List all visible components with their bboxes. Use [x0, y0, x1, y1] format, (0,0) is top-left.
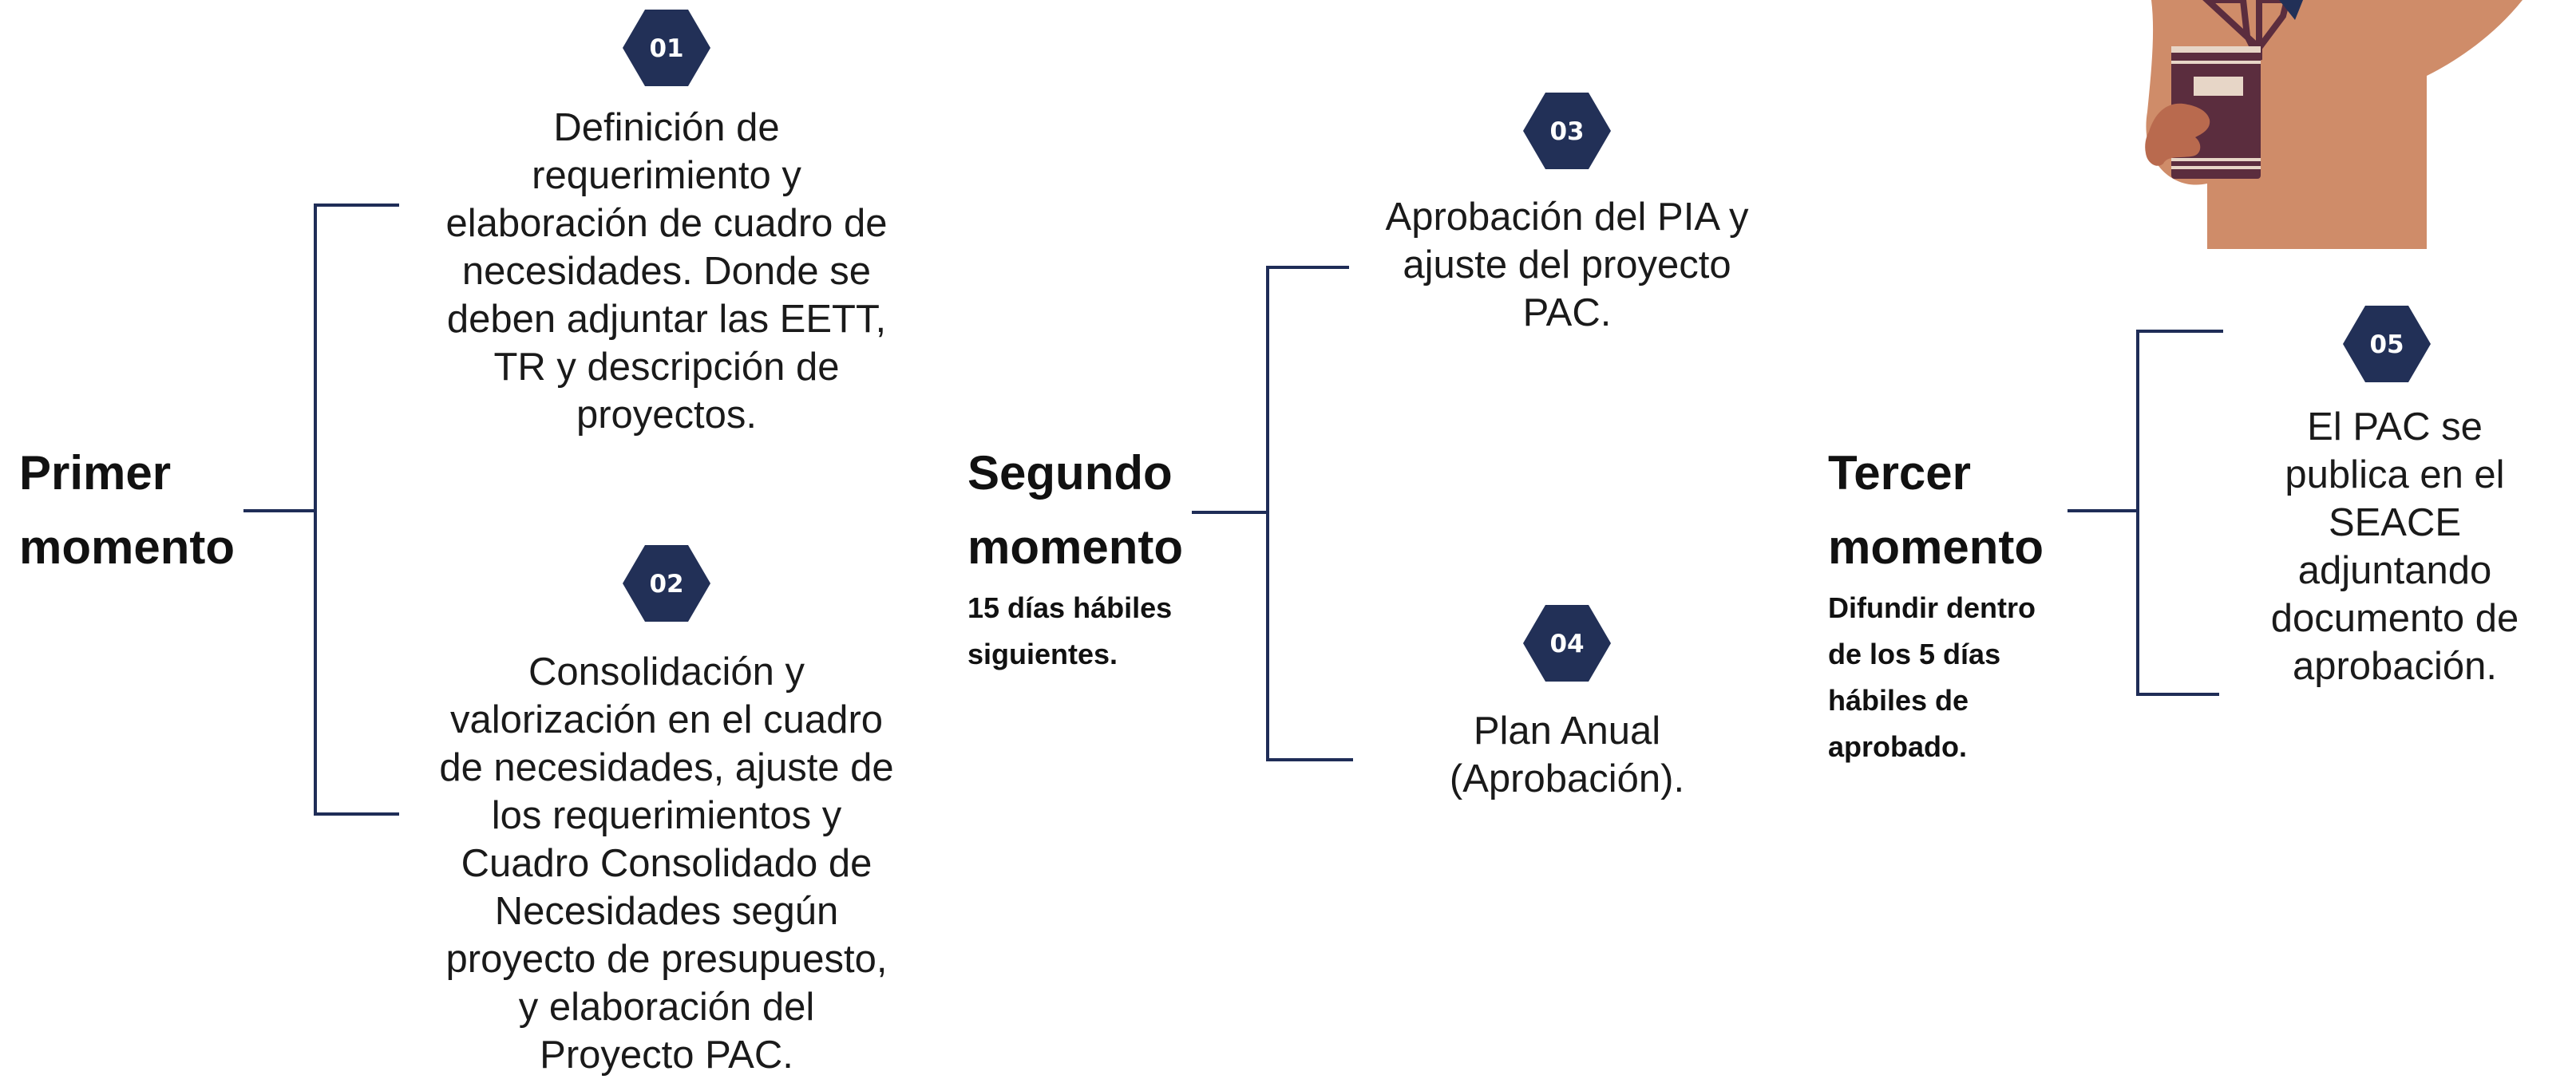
step-text-line: SEACE	[2328, 501, 2462, 544]
step-02-description: Consolidación y valorización en el cuadr…	[411, 648, 922, 1079]
step-number: 01	[649, 34, 683, 63]
step-text-line: TR y descripción de	[493, 346, 840, 389]
step-number: 02	[649, 570, 683, 599]
step-text-line: Cuadro Consolidado de	[461, 842, 873, 885]
step-text-line: Plan Anual	[1473, 709, 1661, 753]
hexagon-shape	[623, 10, 710, 86]
momento-2-bracket	[1192, 266, 1353, 761]
step-number: 04	[1549, 630, 1584, 658]
step-text-line: aprobación.	[2292, 645, 2498, 688]
book-label	[2194, 77, 2243, 96]
step-number: 05	[2369, 330, 2404, 359]
step-text-line: necesidades. Donde se	[461, 250, 872, 293]
momento-title-line: momento	[1828, 520, 2044, 574]
momento-title-line: momento	[19, 520, 235, 574]
momento-subtitle-line: 15 días hábiles	[967, 591, 1173, 624]
step-05-description: El PAC se publica en el SEACE adjuntando…	[2235, 403, 2554, 690]
step-text-line: proyecto de presupuesto,	[445, 938, 888, 981]
step-text-line: documento de	[2270, 597, 2519, 640]
step-text-line: ajuste del proyecto	[1403, 243, 1731, 287]
momento-3-bracket	[2068, 330, 2223, 696]
step-text-line: Aprobación del PIA y	[1385, 196, 1749, 239]
step-text-line: Necesidades según	[494, 890, 839, 933]
step-text-line: valorización en el cuadro	[449, 698, 884, 741]
step-03-description: Aprobación del PIA y ajuste del proyecto…	[1332, 193, 1802, 337]
hexagon-shape	[623, 545, 710, 622]
step-text-line: los requerimientos y	[491, 794, 842, 837]
momento-subtitle-line: de los 5 días	[1828, 638, 2001, 670]
step-text-line: Definición de	[553, 106, 780, 149]
step-text-line: proyectos.	[576, 393, 758, 437]
hexagon-04-icon: 04	[1523, 605, 1611, 682]
momento-1-bracket	[243, 204, 399, 816]
step-text-line: Consolidación y	[528, 650, 805, 694]
hexagon-01-icon: 01	[623, 10, 710, 86]
book-stripe	[2171, 61, 2261, 64]
momento-subtitle-line: siguientes.	[967, 638, 1118, 670]
hand-shape	[2145, 103, 2210, 166]
momento-title-line: Primer	[19, 446, 172, 500]
book-stripe	[2171, 46, 2261, 53]
hexagon-shape	[2343, 306, 2431, 382]
hexagon-03-icon: 03	[1523, 93, 1611, 169]
step-01-description: Definición de requerimiento y elaboració…	[411, 104, 922, 439]
momento-title-line: momento	[967, 520, 1183, 574]
person-holding-book-icon	[2145, 0, 2523, 249]
hexagon-shape	[1523, 605, 1611, 682]
momento-title-line: Tercer	[1828, 446, 1972, 500]
step-text-line: El PAC se	[2307, 405, 2483, 449]
step-04-description: Plan Anual (Aprobación).	[1367, 707, 1767, 803]
momento-subtitle-line: aprobado.	[1828, 730, 1968, 763]
step-text-line: y elaboración del	[518, 986, 815, 1029]
hexagon-02-icon: 02	[623, 545, 710, 622]
step-number: 03	[1549, 117, 1584, 146]
step-text-line: deben adjuntar las EETT,	[446, 298, 887, 341]
step-text-line: Proyecto PAC.	[540, 1034, 793, 1077]
momento-subtitle-line: Difundir dentro	[1828, 591, 2036, 624]
step-text-line: PAC.	[1522, 291, 1612, 334]
hexagon-05-icon: 05	[2343, 306, 2431, 382]
step-text-line: elaboración de cuadro de	[445, 202, 888, 245]
step-text-line: publica en el	[2285, 453, 2505, 496]
step-text-line: de necesidades, ajuste de	[439, 746, 894, 789]
step-text-line: adjuntando	[2297, 549, 2492, 592]
book-stripe	[2171, 158, 2261, 161]
step-text-line: (Aprobación).	[1449, 757, 1685, 800]
book-stripe	[2171, 166, 2261, 169]
step-text-line: requerimiento y	[532, 154, 801, 197]
collar-accent	[2279, 0, 2303, 20]
momento-title-line: Segundo	[967, 446, 1173, 500]
hexagon-shape	[1523, 93, 1611, 169]
collar-shape	[2202, 0, 2291, 61]
momento-subtitle-line: hábiles de	[1828, 684, 1969, 717]
